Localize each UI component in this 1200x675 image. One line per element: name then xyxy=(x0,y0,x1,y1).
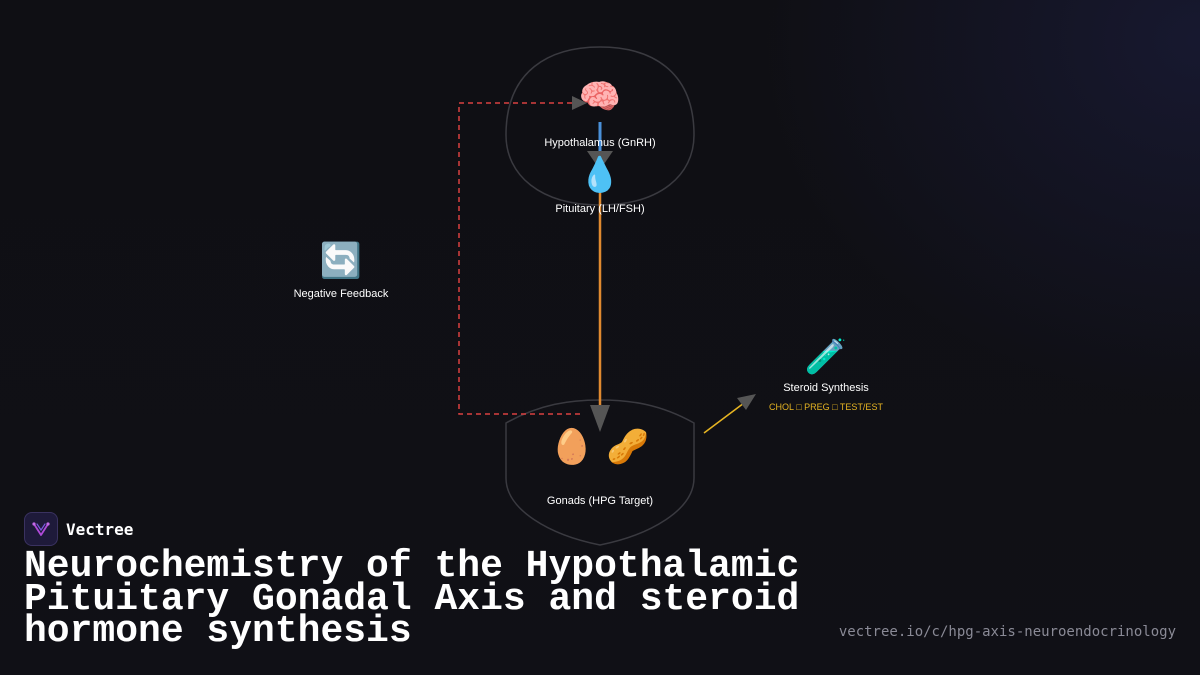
gonad-region-outline xyxy=(505,399,695,546)
peanut-icon: 🥜 xyxy=(607,425,649,467)
gonads-label: Gonads (HPG Target) xyxy=(547,495,653,507)
egg-icon: 🥚 xyxy=(551,427,593,467)
brand-name: Vectree xyxy=(66,519,134,539)
lh-fsh-arrowhead xyxy=(590,405,610,432)
brain-icon: 🧠 xyxy=(579,77,621,117)
steroid-synthesis-label: Steroid Synthesis xyxy=(783,382,869,394)
negative-feedback-arrow xyxy=(458,102,580,415)
negative-feedback-label: Negative Feedback xyxy=(294,288,389,300)
page-title: Neurochemistry of the Hypothalamic Pitui… xyxy=(24,545,800,653)
source-url[interactable]: vectree.io/c/hpg-axis-neuroendocrinology xyxy=(838,624,1176,640)
steroid-pathway-label: CHOL □ PREG □ TEST/EST xyxy=(769,402,883,412)
droplet-icon: 💧 xyxy=(579,155,621,195)
vectree-logo-icon xyxy=(24,512,58,546)
refresh-cycle-icon: 🔄 xyxy=(320,241,362,281)
test-tube-icon: 🧪 xyxy=(805,337,847,377)
synthesis-arrow xyxy=(703,402,745,434)
pituitary-label: Pituitary (LH/FSH) xyxy=(555,203,644,215)
brand: Vectree xyxy=(24,512,133,546)
brain-region-outline xyxy=(505,46,695,206)
feedback-arrowhead xyxy=(572,96,587,110)
hypothalamus-label: Hypothalamus (GnRH) xyxy=(544,137,655,149)
gnrh-arrowhead xyxy=(587,151,613,170)
synthesis-arrowhead xyxy=(737,394,756,410)
